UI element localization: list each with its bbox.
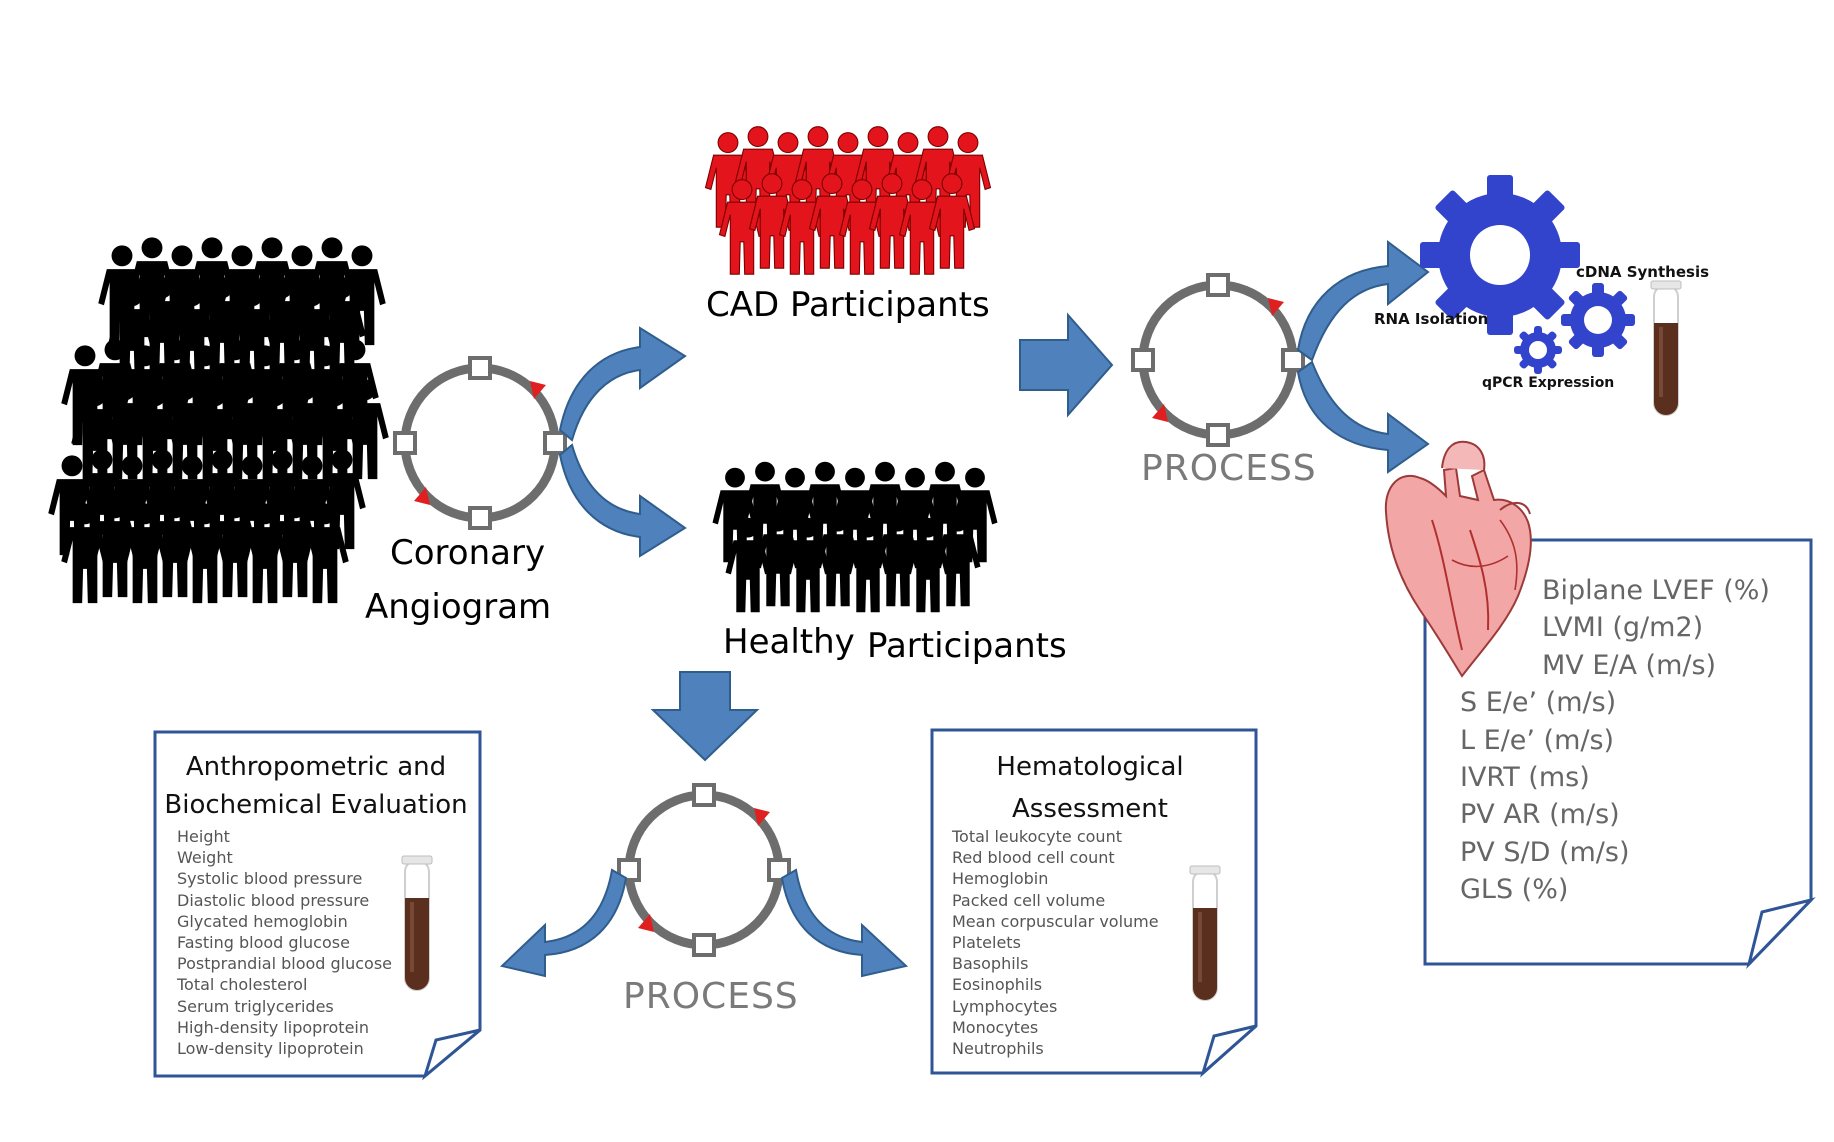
list-item: Glycated hemoglobin: [177, 911, 348, 931]
list-item: PV AR (m/s): [1460, 799, 1620, 831]
gear-icon: [1561, 283, 1635, 357]
list-item: GLS (%): [1460, 874, 1569, 906]
participants-label: Participants: [867, 626, 1067, 666]
list-item: Low-density lipoprotein: [177, 1039, 364, 1059]
process-bottom-label: PROCESS: [623, 976, 799, 1017]
list-item: Eosinophils: [952, 975, 1043, 995]
list-item: Red blood cell count: [952, 848, 1115, 868]
angiogram-label: Angiogram: [365, 587, 552, 627]
list-item: IVRT (ms): [1460, 762, 1590, 794]
list-item: PV S/D (m/s): [1460, 836, 1630, 868]
heart-icon: [1384, 440, 1532, 678]
cycle-icon: [617, 783, 791, 957]
hematological-title-line1: Hematological: [996, 752, 1184, 782]
process-top-label: PROCESS: [1141, 448, 1317, 489]
paper-note-icon: [1423, 538, 1816, 970]
block-arrow-icon: [650, 671, 760, 762]
cdna-synthesis-label: cDNA Synthesis: [1576, 263, 1710, 281]
list-item: Weight: [177, 848, 233, 868]
people-crowd-icon: [712, 461, 998, 613]
list-item: Lymphocytes: [952, 996, 1058, 1016]
list-item: L E/e’ (m/s): [1460, 724, 1615, 756]
cycle-icon: [1131, 273, 1305, 447]
echo-parameter-list: Biplane LVEF (%) LVMI (g/m2) MV E/A (m/s) S…: [1460, 572, 1770, 909]
curved-arrow-icon: [1296, 240, 1430, 474]
curved-arrow-icon: [499, 868, 909, 978]
list-item: Neutrophils: [952, 1039, 1044, 1059]
list-item: Basophils: [952, 954, 1029, 974]
anthropometric-title: Anthropometric and Biochemical Evaluatio…: [160, 748, 472, 824]
coronary-label: Coronary: [390, 533, 546, 573]
gear-icon: [1514, 326, 1562, 374]
gear-icon: [1420, 175, 1580, 335]
test-tube-icon: [401, 855, 433, 991]
block-arrow-icon: [1019, 312, 1114, 418]
people-crowd-icon: [704, 126, 992, 275]
test-tube-icon: [1650, 280, 1682, 416]
list-item: Hemoglobin: [952, 869, 1049, 889]
list-item: Fasting blood glucose: [177, 933, 350, 953]
test-tube-icon: [1189, 865, 1221, 1001]
hematological-title: Hematological Assessment: [940, 746, 1240, 830]
list-item: Packed cell volume: [952, 890, 1106, 910]
list-item: Total cholesterol: [177, 975, 308, 995]
list-item: High-density lipoprotein: [177, 1017, 370, 1037]
list-item: Height: [177, 827, 230, 846]
anthropometric-title-line2: Biochemical Evaluation: [164, 790, 468, 820]
list-item: Serum triglycerides: [177, 996, 334, 1016]
paper-note-icon: [930, 728, 1258, 1078]
qpcr-expression-label: qPCR Expression: [1482, 375, 1615, 391]
curved-arrow-icon: [558, 326, 687, 558]
list-item: MV E/A (m/s): [1542, 649, 1717, 681]
cycle-icon: [393, 356, 567, 530]
list-item: Postprandial blood glucose: [177, 954, 393, 974]
anthropometric-title-line1: Anthropometric and: [185, 752, 447, 782]
list-item: Platelets: [952, 933, 1021, 953]
people-crowd-icon: [48, 237, 389, 604]
list-item: Total leukocyte count: [952, 827, 1122, 846]
list-item: LVMI (g/m2): [1542, 612, 1704, 644]
list-item: Systolic blood pressure: [177, 869, 363, 889]
rna-isolation-label: RNA Isolation: [1374, 310, 1489, 328]
list-item: S E/e’ (m/s): [1460, 687, 1617, 719]
healthy-label: Healthy: [723, 622, 855, 662]
list-item: Mean corpuscular volume: [952, 911, 1159, 931]
list-item: Monocytes: [952, 1017, 1039, 1037]
hematological-title-line2: Assessment: [1012, 794, 1168, 824]
list-item: Biplane LVEF (%): [1542, 575, 1770, 606]
paper-note-icon: [153, 730, 482, 1081]
list-item: Diastolic blood pressure: [177, 890, 370, 910]
cad-participants-label: CAD Participants: [706, 285, 990, 325]
